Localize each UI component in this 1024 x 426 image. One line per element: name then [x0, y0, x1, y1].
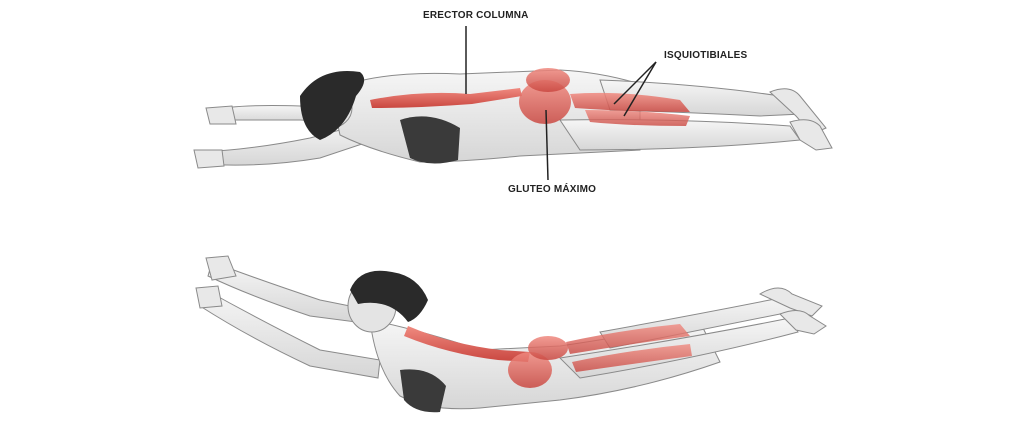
top-hand-back — [205, 105, 237, 125]
bottom-hand-front — [195, 285, 223, 309]
isquio-leader-line-1 — [613, 61, 657, 105]
bottom-hand-back — [205, 255, 237, 281]
figure-top — [193, 26, 833, 181]
label-erector-columna: ERECTOR COLUMNA — [423, 10, 529, 21]
top-erector-muscle — [370, 88, 522, 108]
figure-bottom — [195, 255, 827, 413]
bottom-hair — [350, 270, 428, 322]
top-glute-muscle-2 — [526, 68, 570, 92]
top-hair — [300, 71, 365, 140]
bottom-hamstring-muscle-2 — [572, 344, 692, 372]
bottom-hamstring-muscle — [566, 324, 690, 354]
bottom-foot-front — [779, 310, 827, 335]
isquio-leader-line-2 — [623, 61, 657, 117]
top-glute-muscle — [519, 80, 571, 124]
top-foot-front — [789, 119, 833, 151]
bottom-glute-muscle — [508, 352, 552, 388]
bottom-arm-front — [199, 289, 381, 379]
top-hamstring-muscle — [570, 92, 690, 112]
top-hamstring-muscle-2 — [585, 110, 690, 126]
label-gluteo-maximo: GLUTEO MÁXIMO — [508, 184, 597, 195]
top-hand-front — [193, 149, 225, 169]
bottom-sports-bra — [400, 369, 446, 413]
gluteo-leader-line — [545, 109, 549, 181]
top-sports-bra — [400, 116, 460, 164]
bottom-erector-muscle — [404, 326, 530, 362]
bottom-glute-muscle-2 — [528, 336, 568, 360]
bottom-foot-back — [758, 287, 823, 317]
label-isquiotibiales: ISQUIOTIBIALES — [664, 50, 748, 61]
